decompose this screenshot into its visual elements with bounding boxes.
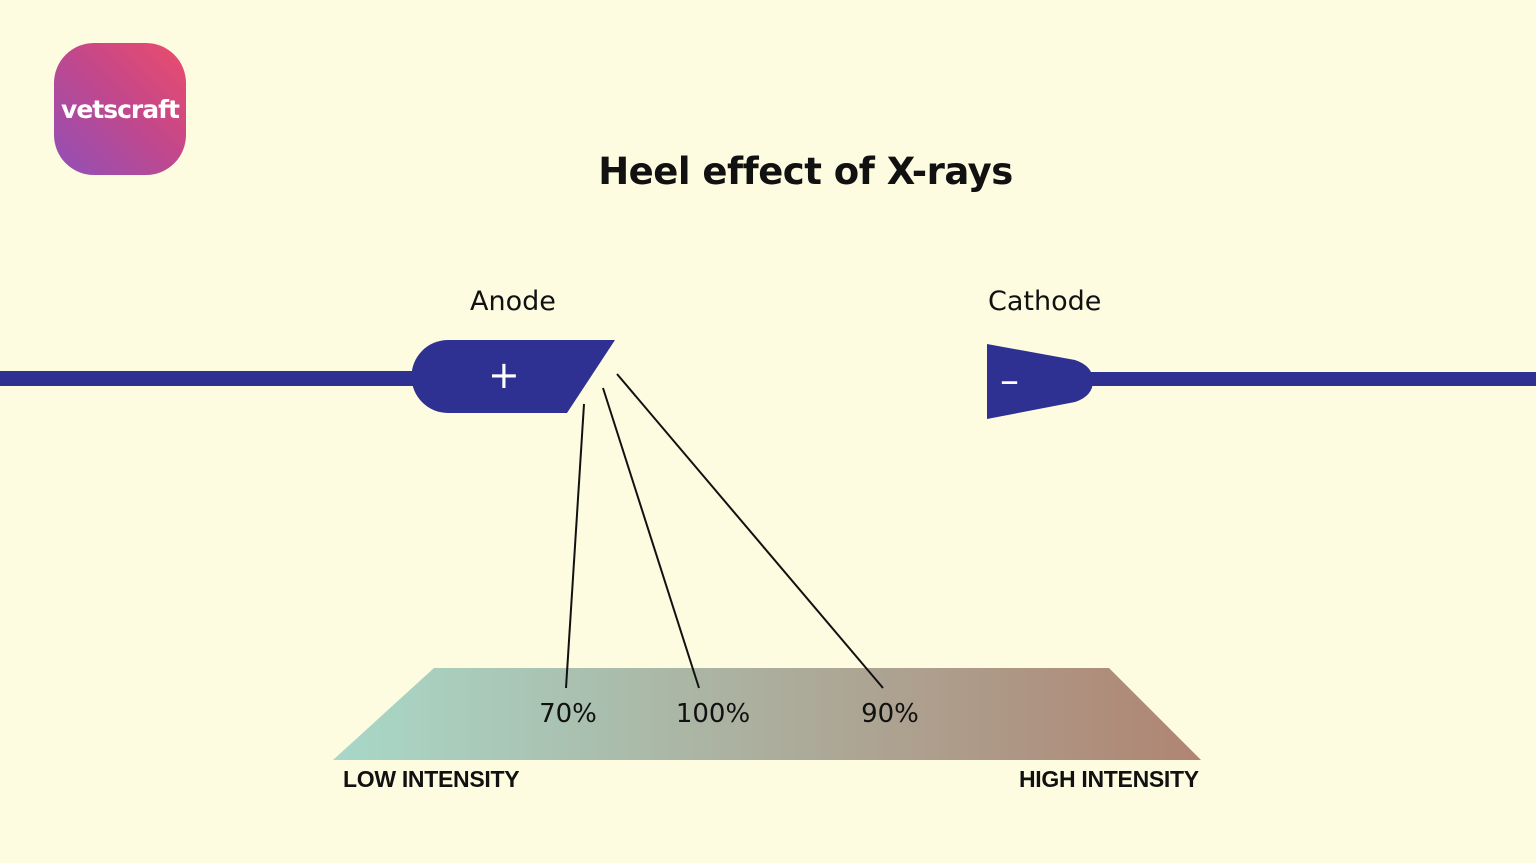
- beam-label-90: 90%: [861, 699, 919, 729]
- logo-text: vetscraft: [61, 94, 180, 124]
- beam-line-100: [602, 387, 700, 689]
- vetscraft-logo: vetscraft: [54, 43, 186, 175]
- cathode-filament: [987, 344, 1093, 419]
- beam-label-100: 100%: [675, 699, 751, 729]
- intensity-gradient-film: [333, 668, 1201, 760]
- cathode-minus-sign: –: [1000, 358, 1019, 402]
- low-intensity-label: LOW INTENSITY: [343, 766, 520, 792]
- beam-line-90: [616, 373, 884, 689]
- diagram-title: Heel effect of X-rays: [598, 150, 1013, 193]
- cathode-label: Cathode: [988, 286, 1102, 317]
- anode-wire: [0, 371, 420, 386]
- high-intensity-label: HIGH INTENSITY: [1019, 766, 1199, 792]
- anode-target: [411, 340, 615, 413]
- anode-label: Anode: [470, 286, 556, 317]
- beam-label-70: 70%: [539, 699, 597, 729]
- cathode-wire: [1080, 372, 1536, 386]
- beam-line-70: [565, 403, 585, 689]
- anode-plus-sign: +: [488, 353, 520, 397]
